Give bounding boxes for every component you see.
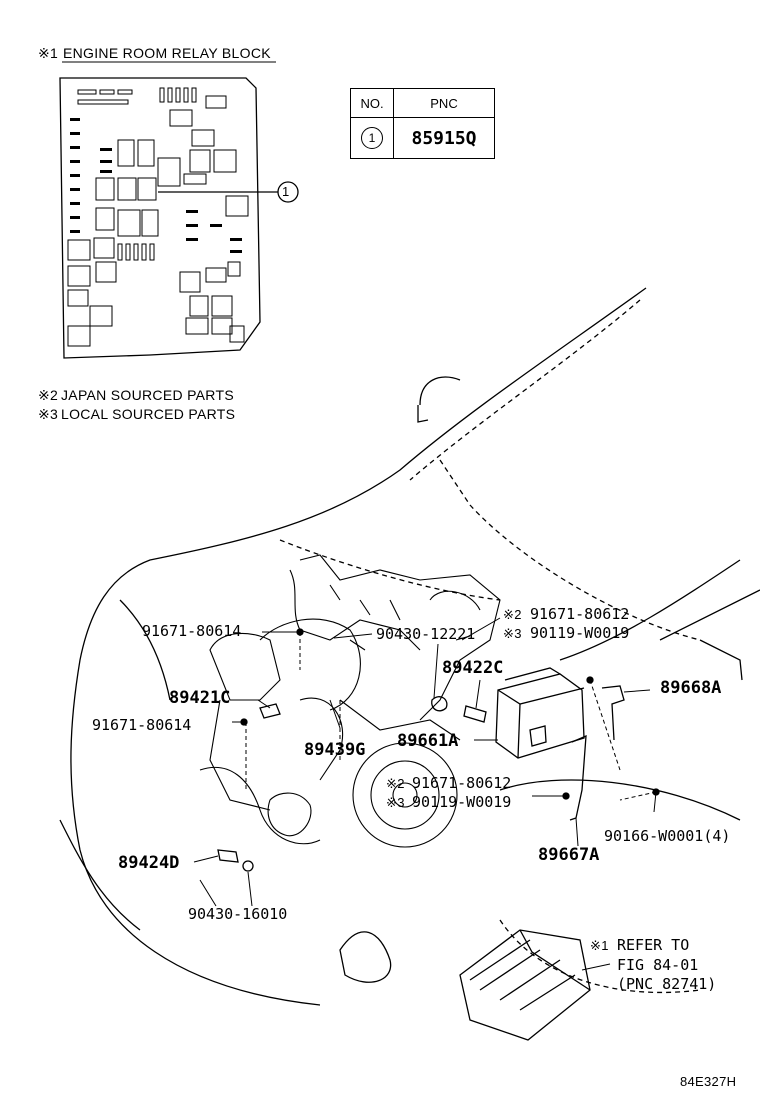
relay-block-bottom-drawing [459,929,591,1041]
figure-code: 84E327H [680,1074,737,1089]
ecu-drawing [495,667,585,759]
note-mark-3: ※3 [38,406,59,422]
leader-lines [193,617,657,971]
bracket-89667a-drawing [569,734,587,821]
pnc-table: NO. PNC 1 85915Q [350,88,495,159]
part-label: 89421C [169,688,231,708]
pnc-row-code: 85915Q [411,127,477,149]
callout-number: 1 [282,184,290,199]
part-label: 91671-80612 [412,774,512,792]
refer-mark: ※1 [590,938,609,953]
note-mark: ※3 [386,795,405,810]
part-label: 89424D [118,853,180,873]
note-text-3: LOCAL SOURCED PARTS [61,406,236,422]
note-mark: ※2 [386,776,405,791]
part-label: 90119-W0019 [530,624,630,642]
note-mark-2: ※2 [38,387,59,403]
relay-block-mark: ※1 [38,45,59,61]
part-label: 91671-80614 [142,622,242,640]
refer-line-2: FIG 84-01 [617,956,699,974]
pnc-row-no: 1 [361,127,383,149]
part-label: 90166-W0001(4) [604,827,731,845]
part-label: 90119-W0019 [412,793,512,811]
part-label: 90430-12221 [376,625,476,643]
pnc-col-pnc: PNC [393,88,495,118]
callout-circle [277,181,299,203]
refer-line-1: REFER TO [617,936,690,954]
pnc-col-no: NO. [350,88,394,118]
part-label: 91671-80614 [92,716,192,734]
part-label: 89668A [660,678,722,698]
note-text-2: JAPAN SOURCED PARTS [61,387,234,403]
relay-block-drawing [59,77,261,359]
part-label: 91671-80612 [530,605,630,623]
part-label: 89439G [304,740,366,760]
part-label: 89661A [397,731,459,751]
part-label: 89667A [538,845,600,865]
note-mark: ※3 [503,626,522,641]
engine-drawing [199,554,501,848]
bracket-89668a-drawing [601,685,625,741]
part-label: 89422C [442,658,504,678]
relay-block-title: ENGINE ROOM RELAY BLOCK [63,45,271,61]
refer-line-3: (PNC 82741) [617,975,717,993]
note-mark: ※2 [503,607,522,622]
part-label: 90430-16010 [188,905,288,923]
vehicle-body-outline [59,287,760,1006]
